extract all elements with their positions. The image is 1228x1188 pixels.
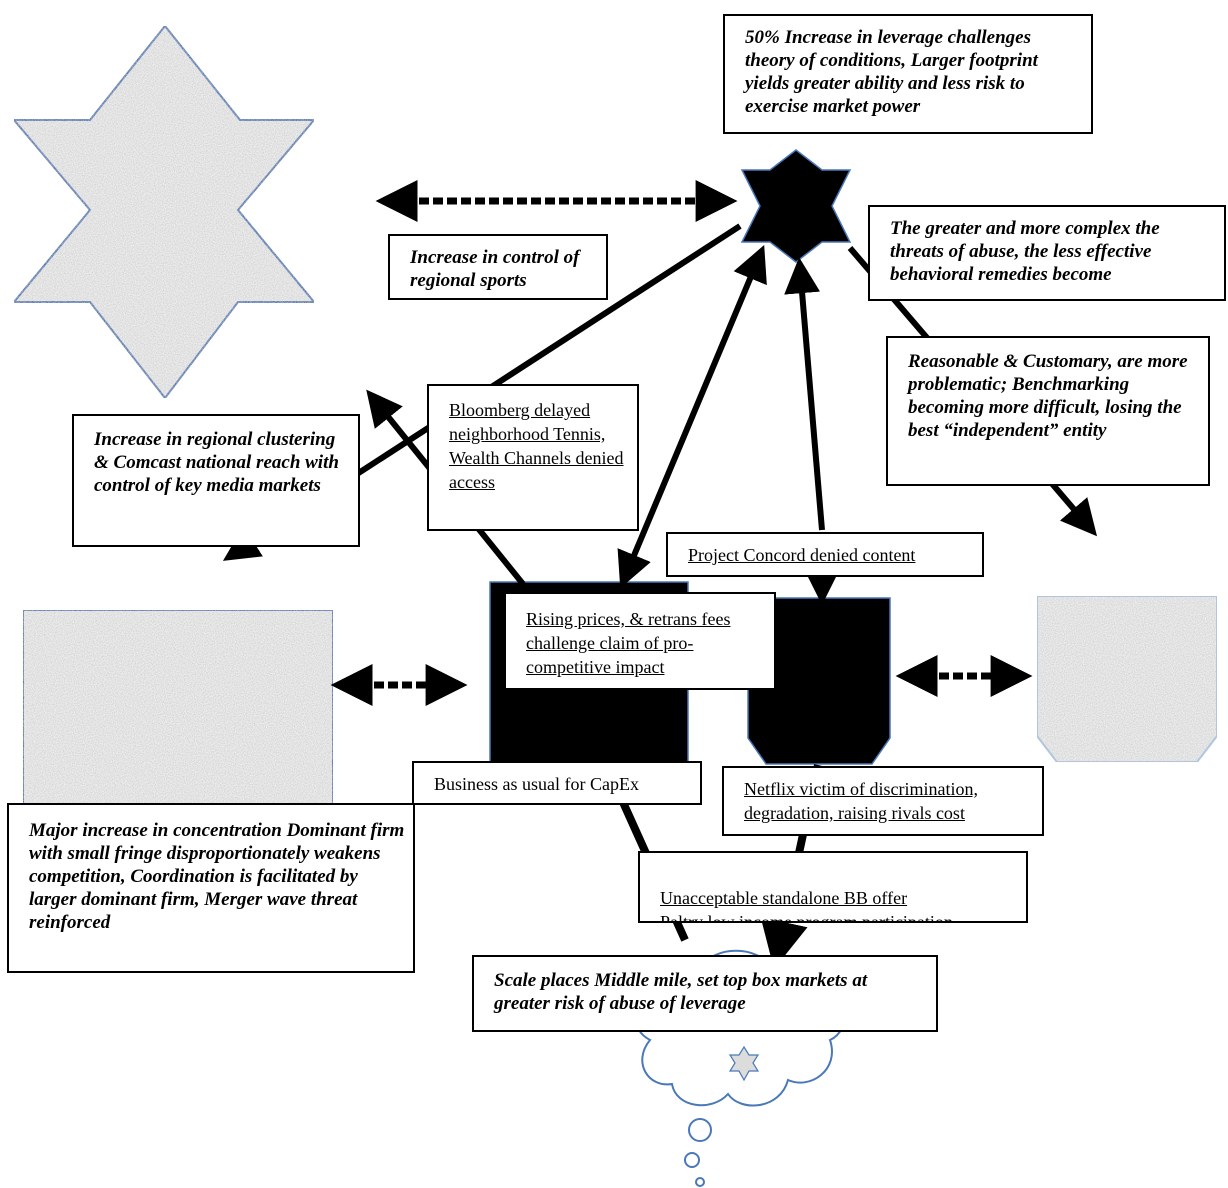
regional-sports-text: Increase in control of regional sports: [410, 247, 580, 291]
concentration-text: Major increase in concentration Dominant…: [29, 820, 405, 933]
bloomberg-text: Bloomberg delayed neighborhood Tennis, W…: [449, 400, 624, 492]
complex-threats-text: The greater and more complex the threats…: [890, 218, 1160, 285]
middle-mile-text: Scale places Middle mile, set top box ma…: [494, 970, 868, 1014]
middle-mile-box: Scale places Middle mile, set top box ma…: [472, 955, 938, 1032]
concentration-box: Major increase in concentration Dominant…: [7, 803, 415, 973]
rising-prices-box: Rising prices, & retrans fees challenge …: [504, 592, 776, 690]
small-black-star: [740, 149, 852, 263]
arrow-shield-to-blackstar: [784, 257, 825, 531]
regional-clustering-box: Increase in regional clustering & Comcas…: [72, 414, 360, 547]
reasonable-customary-box: Reasonable & Customary, are more problem…: [886, 336, 1210, 486]
complex-threats-box: The greater and more complex the threats…: [868, 205, 1226, 301]
capex-text: Business as usual for CapEx: [434, 774, 639, 794]
regional-sports-box: Increase in control of regional sports: [388, 234, 608, 300]
center-black-shield: [747, 597, 891, 765]
arrow-center-to-blackstar: [617, 245, 767, 589]
standalone-bb-text: Unacceptable standalone BB offer Paltry …: [660, 888, 953, 923]
standalone-bb-box: Unacceptable standalone BB offer Paltry …: [638, 851, 1028, 923]
leverage-box: 50% Increase in leverage challenges theo…: [723, 14, 1093, 134]
regional-clustering-text: Increase in regional clustering & Comcas…: [94, 429, 339, 496]
project-concord-box: Project Concord denied content: [666, 532, 984, 577]
cloud-star-icon: [728, 1045, 760, 1082]
large-star-shape: [11, 24, 317, 400]
netflix-box: Netflix victim of discrimination, degrad…: [722, 766, 1044, 836]
reasonable-customary-text: Reasonable & Customary, are more problem…: [908, 351, 1188, 441]
project-concord-text: Project Concord denied content: [688, 545, 916, 565]
leverage-text: 50% Increase in leverage challenges theo…: [745, 27, 1038, 117]
right-shield-shape: [1036, 595, 1218, 763]
rising-prices-text: Rising prices, & retrans fees challenge …: [526, 609, 731, 677]
left-rect-shape: [22, 609, 334, 811]
capex-box: Business as usual for CapEx: [412, 761, 702, 805]
bloomberg-box: Bloomberg delayed neighborhood Tennis, W…: [427, 384, 639, 531]
netflix-text: Netflix victim of discrimination, degrad…: [744, 779, 978, 823]
